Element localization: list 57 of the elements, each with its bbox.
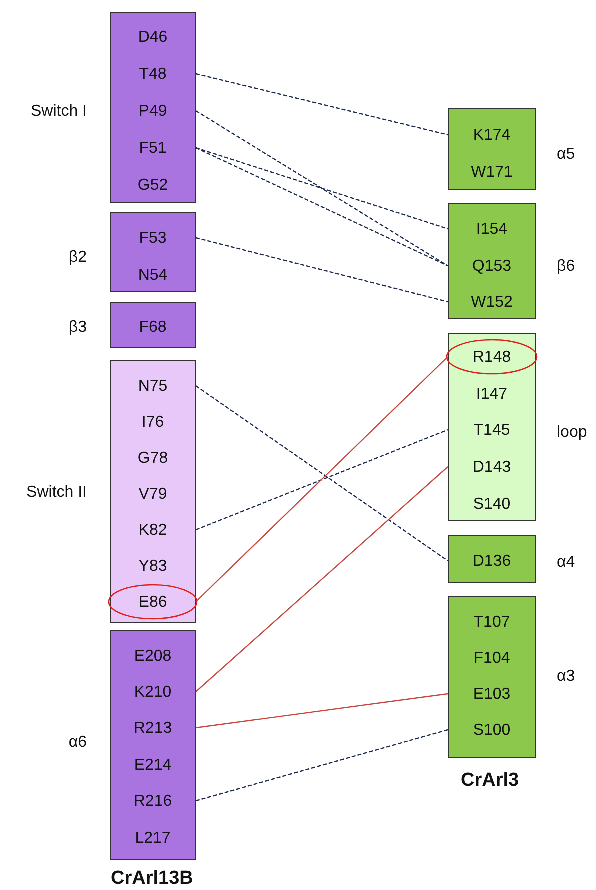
interaction-line: [196, 73, 448, 136]
residue-label: E103: [449, 680, 535, 710]
region-label: α4: [557, 553, 576, 573]
region-label: β6: [557, 257, 576, 277]
interaction-line: [196, 693, 448, 729]
residue-label: R216: [111, 787, 195, 817]
residue-label: K174: [449, 121, 535, 151]
region-label: β3: [68, 318, 87, 338]
residue-label: D46: [111, 23, 195, 53]
protein-name: CrArl3: [461, 770, 520, 792]
residue-label: E86: [111, 588, 195, 618]
residue-label: T145: [449, 416, 535, 446]
interaction-line: [196, 147, 448, 230]
residue-label: G52: [111, 171, 195, 201]
residue-label: F104: [449, 644, 535, 674]
interaction-line: [196, 429, 448, 531]
residue-label: Q153: [449, 252, 535, 282]
residue-label: V79: [111, 480, 195, 510]
residue-label: T107: [449, 608, 535, 638]
residue-label: I147: [449, 380, 535, 410]
region-label: α3: [557, 667, 576, 687]
residue-label: G78: [111, 444, 195, 474]
region-label: Switch II: [26, 483, 87, 503]
residue-label: T48: [111, 60, 195, 90]
residue-label: F51: [111, 134, 195, 164]
residue-label: W152: [449, 288, 535, 318]
residue-label: E208: [111, 642, 195, 672]
residue-label: N75: [111, 372, 195, 402]
residue-label: I154: [449, 215, 535, 245]
region-label: loop: [557, 423, 588, 443]
interaction-line: [196, 466, 448, 692]
residue-label: I76: [111, 408, 195, 438]
region-label: Switch I: [30, 102, 87, 122]
residue-label: F68: [111, 313, 195, 343]
interaction-line: [196, 147, 448, 267]
protein-name: CrArl13B: [111, 868, 194, 890]
residue-label: S100: [449, 716, 535, 746]
residue-label: F53: [111, 224, 195, 254]
residue-label: D136: [449, 547, 535, 577]
residue-label: L217: [111, 824, 195, 854]
region-label: α5: [557, 145, 576, 165]
residue-label: R148: [449, 343, 535, 373]
residue-label: N54: [111, 261, 195, 291]
residue-label: K210: [111, 678, 195, 708]
residue-label: K82: [111, 516, 195, 546]
residue-label: D143: [449, 453, 535, 483]
residue-label: R213: [111, 714, 195, 744]
residue-label: E214: [111, 751, 195, 781]
residue-label: P49: [111, 97, 195, 127]
residue-label: Y83: [111, 552, 195, 582]
residue-label: S140: [449, 490, 535, 520]
residue-label: W171: [449, 158, 535, 188]
interaction-line: [196, 386, 448, 562]
interaction-line: [196, 729, 448, 802]
region-label: β2: [68, 248, 87, 268]
interaction-line: [196, 237, 448, 303]
region-label: α6: [68, 733, 87, 753]
